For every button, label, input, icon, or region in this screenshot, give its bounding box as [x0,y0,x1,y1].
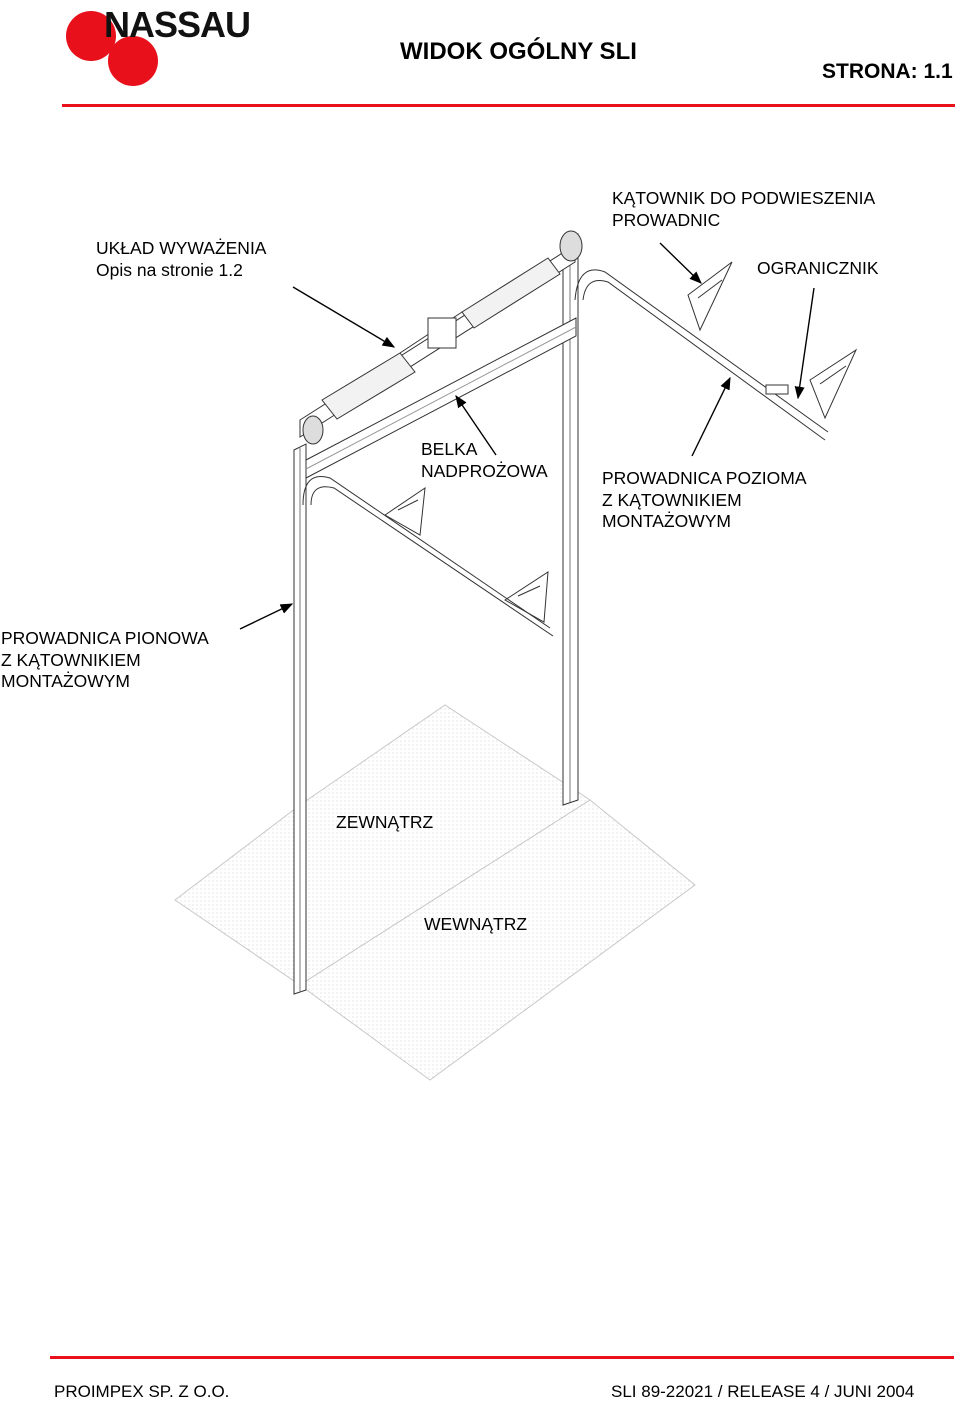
page-title: WIDOK OGÓLNY SLI [400,38,637,65]
header-rule [62,104,955,107]
arrow-header-beam [455,394,497,456]
label-hanger-line1: KĄTOWNIK DO PODWIESZENIA [612,188,876,208]
footer-rule [50,1356,954,1359]
arrow-hanger [659,242,702,284]
arrow-stopper [794,287,815,400]
logo-mark [66,11,158,86]
label-balance-line2: Opis na stronie 1.2 [96,259,243,280]
label-vertical-track-line2: Z KĄTOWNIKIEM [1,649,141,670]
arrow-vertical-track [239,603,294,630]
logo-text: NASSAU [104,4,251,45]
label-inside: WEWNĄTRZ [424,914,528,934]
label-header-beam-line1: BELKA [421,439,478,459]
stopper [765,384,789,395]
footer-company: PROIMPEX SP. Z O.O. [54,1382,230,1401]
label-horizontal-track-line2: Z KĄTOWNIKIEM [602,489,742,510]
label-header-beam: BELKA NADPROŻOWA [421,439,548,482]
label-outside: ZEWNĄTRZ [336,812,434,832]
label-stopper-line1: OGRANICZNIK [757,258,879,278]
logo: NASSAU [62,4,262,88]
label-vertical-track-line1: PROWADNICA PIONOWA [1,628,209,648]
label-header-beam-line2: NADPROŻOWA [421,460,548,481]
label-horizontal-track-line1: PROWADNICA POZIOMA [602,468,807,488]
hanger-brackets-right [687,261,858,420]
torsion-shaft [299,230,583,445]
label-vertical-track-line3: MONTAŻOWYM [1,671,130,691]
horizontal-tracks [302,269,829,637]
label-hanger-line2: PROWADNIC [612,209,721,230]
label-vertical-track: PROWADNICA PIONOWA Z KĄTOWNIKIEM MONTAŻO… [1,628,209,693]
spring-right [461,257,561,329]
footer-document: SLI 89-22021 / RELEASE 4 / JUNI 2004 [611,1382,915,1401]
spring-left [321,352,416,420]
header-beam [305,317,577,479]
label-stopper: OGRANICZNIK [757,258,879,280]
label-horizontal-track-line3: MONTAŻOWYM [602,511,731,531]
label-balance-system: UKŁAD WYWAŻENIA Opis na stronie 1.2 [96,238,266,281]
arrow-horizontal-track [691,376,731,457]
label-balance-line1: UKŁAD WYWAŻENIA [96,238,267,258]
label-hanger: KĄTOWNIK DO PODWIESZENIA PROWADNIC [612,188,875,231]
arrow-balance [292,286,396,348]
drum-right [559,230,583,262]
drum-left [302,415,324,445]
hanger-brackets-left [384,486,549,623]
floor [174,704,696,1081]
leader-arrows [239,242,815,630]
page-number: STRONA: 1.1 [822,60,953,83]
floor-inside [299,799,696,1081]
label-horizontal-track: PROWADNICA POZIOMA Z KĄTOWNIKIEM MONTAŻO… [602,468,807,533]
